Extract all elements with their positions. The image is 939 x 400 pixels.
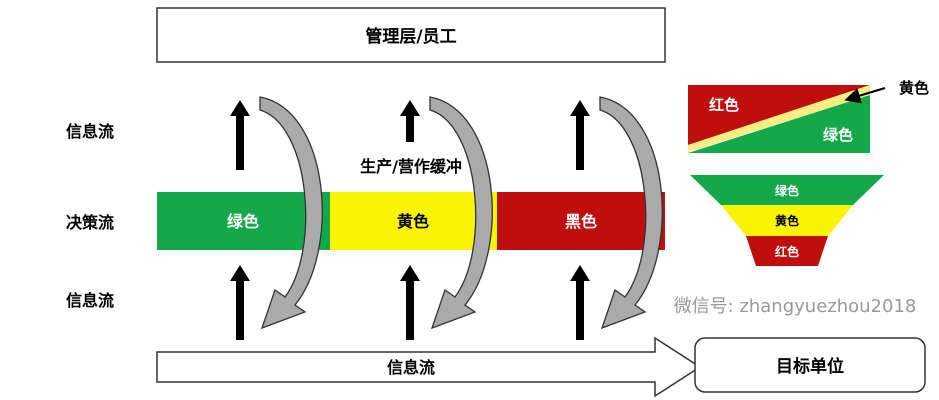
- band-yellow: [330, 192, 497, 250]
- funnel-green: [690, 175, 884, 205]
- up-arrow-bottom-1-icon: [230, 265, 250, 340]
- band-red: [497, 192, 665, 250]
- legend-green-label: 绿色: [823, 126, 853, 144]
- curved-feedback-arrow-1-icon: [259, 96, 323, 330]
- top-box-label: 管理层/员工: [365, 26, 456, 47]
- yellow-pointer-label: 黄色: [899, 79, 929, 97]
- legend-yellow-strip: [688, 85, 870, 152]
- funnel-red: [746, 236, 828, 266]
- funnel-yellow: [721, 205, 853, 236]
- left-label-decision: 决策流: [66, 213, 114, 232]
- up-arrow-top-2-icon: [400, 100, 420, 142]
- up-arrow-top-3-icon: [570, 100, 590, 170]
- band-green-label: 绿色: [227, 212, 259, 231]
- bottom-arrow-label: 信息流: [387, 358, 435, 377]
- left-label-info-top: 信息流: [66, 122, 114, 141]
- funnel-green-label: 绿色: [775, 183, 799, 198]
- band-red-label: 黑色: [565, 212, 597, 231]
- up-arrow-bottom-3-icon: [570, 265, 590, 340]
- curved-feedback-arrow-3-icon: [599, 96, 663, 330]
- yellow-pointer-arrow: [844, 87, 886, 104]
- funnel-yellow-label: 黄色: [775, 213, 799, 228]
- watermark: 微信号: zhangyuezhou2018: [674, 296, 917, 317]
- curved-feedback-arrow-2-icon: [429, 96, 493, 330]
- bottom-info-arrow: [156, 336, 702, 398]
- top-box: [156, 7, 666, 63]
- legend-green-region: [688, 95, 870, 153]
- legend-red-label: 红色: [709, 96, 739, 114]
- target-box: [694, 337, 926, 393]
- up-arrow-top-1-icon: [230, 100, 250, 170]
- band-green: [157, 192, 330, 250]
- left-label-info-bottom: 信息流: [66, 291, 114, 310]
- buffer-label: 生产/营作缓冲: [360, 157, 462, 176]
- funnel-red-label: 红色: [775, 244, 799, 259]
- up-arrow-bottom-2-icon: [400, 265, 420, 340]
- target-box-label: 目标单位: [776, 356, 844, 377]
- band-yellow-label: 黄色: [397, 212, 429, 231]
